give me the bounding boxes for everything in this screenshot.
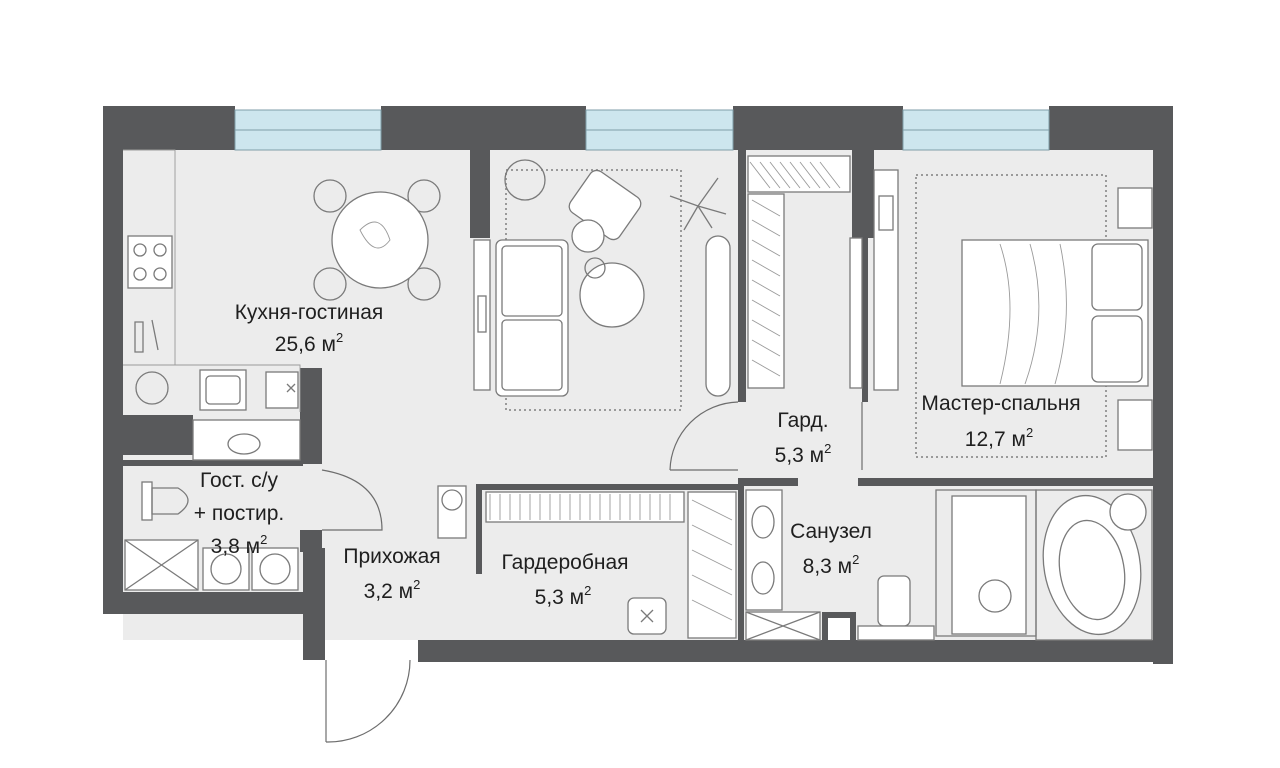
room-area-guest-bath: 3,8 м2 [211,532,268,558]
bath-bench-icon [951,495,1027,635]
room-area-kitchen-living: 25,6 м2 [275,330,343,356]
dining-table-icon [313,179,441,301]
room-name-guest-bath-2: + постир. [194,502,285,525]
wardrobe-icon [747,155,863,389]
wardrobe-room [485,491,737,639]
room-area-hallway: 3,2 м2 [364,577,421,603]
windows [234,109,1050,151]
room-labels: Кухня-гостиная 25,6 м2 Гост. с/у + пости… [194,301,1081,609]
bench-icon [705,235,731,397]
room-name-kitchen-living: Кухня-гостиная [235,301,384,324]
doors [669,401,863,471]
toilet-bath-icon [877,575,911,627]
bathtub-icon [1042,494,1142,636]
room-name-wardrobe-room: Гардеробная [501,551,628,574]
floor-lamp-icon [504,159,546,201]
nightstand-icon-2 [1117,399,1153,451]
sink-bath-icon-1 [751,505,775,539]
bedroom-area [873,169,1153,458]
room-name-master-bedroom: Мастер-спальня [921,392,1080,415]
tv-stand-icon [473,239,491,391]
bathroom [745,489,1153,641]
kitchen-counter [123,149,301,412]
room-name-wardrobe-small: Гард. [777,409,828,432]
room-area-wardrobe-small: 5,3 м2 [775,441,832,467]
wardrobe-door[interactable] [669,401,739,471]
guest-bath-door[interactable] [321,469,383,531]
living-area [473,159,731,411]
fruit-bowl-icon [135,371,169,405]
room-area-wardrobe-room: 5,3 м2 [535,583,592,609]
sink-bath-icon-2 [751,561,775,595]
guest-bath [124,419,301,591]
nightstand-icon [1117,187,1153,229]
bed-icon [961,239,1149,387]
plant-icon [669,177,727,231]
room-area-bathroom: 8,3 м2 [803,552,860,578]
room-area-master-bedroom: 12,7 м2 [965,425,1033,451]
sofa-icon [495,239,569,397]
outer-walls [103,106,1173,664]
entrance-door[interactable] [325,659,411,743]
room-name-bathroom: Санузел [790,520,872,543]
stove-icon [127,235,173,289]
wardrobe-bedroom-icon [873,169,899,391]
shoe-bench-icon [437,485,467,539]
coffee-table-icon [579,262,645,328]
hallway [321,469,467,743]
toilet-icon [141,481,153,521]
room-name-guest-bath-1: Гост. с/у [200,469,278,492]
room-name-hallway: Прихожая [343,545,440,568]
sink-guest-icon [227,433,261,455]
interior-walls [123,150,1153,644]
